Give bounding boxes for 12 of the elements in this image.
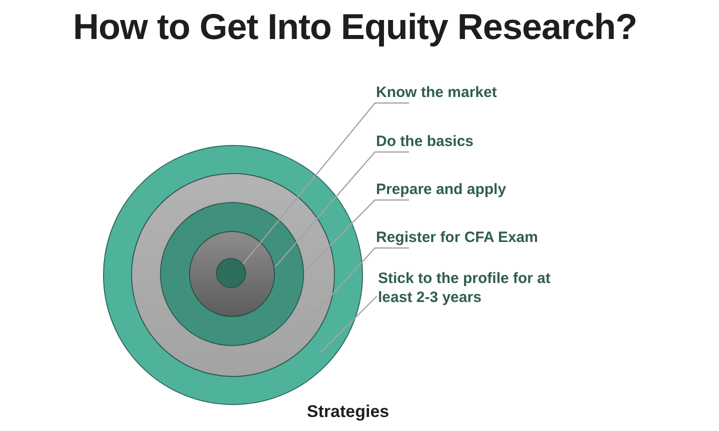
strategy-label: Do the basics: [376, 132, 474, 151]
strategy-label: Register for CFA Exam: [376, 228, 538, 247]
leader-line: [242, 102, 409, 264]
title: How to Get Into Equity Research?: [72, 5, 638, 49]
leader-line: [320, 296, 378, 354]
strategy-label: Know the market: [376, 83, 497, 102]
leader-line: [304, 199, 409, 272]
leader-line: [274, 151, 409, 268]
caption: Strategies: [306, 401, 390, 422]
strategy-label: Stick to the profile for at least 2-3 years: [378, 269, 570, 307]
center-dot: [216, 258, 246, 288]
strategy-label: Prepare and apply: [376, 180, 506, 199]
